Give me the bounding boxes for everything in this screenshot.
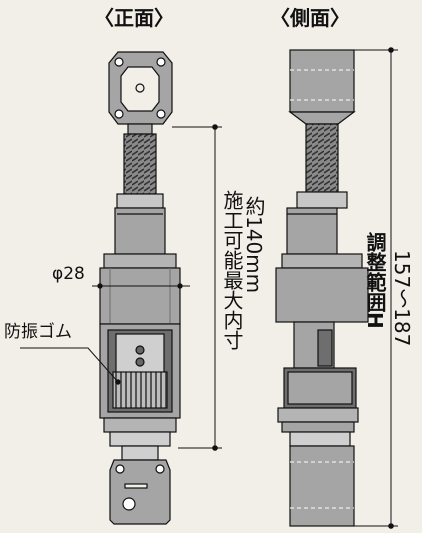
side-bottom-plate	[289, 445, 355, 527]
rubber-leader	[20, 347, 121, 385]
diameter-label: φ28	[52, 264, 85, 284]
side-thread	[305, 123, 339, 193]
side-nut	[286, 191, 348, 255]
diameter-leader	[92, 278, 190, 294]
side-dimension-line	[354, 47, 398, 529]
front-thread	[123, 133, 157, 195]
front-view-title: 〈正面〉	[94, 6, 174, 30]
side-top-plate	[288, 49, 356, 125]
side-view-drawing	[275, 49, 369, 527]
front-body	[99, 253, 181, 447]
side-view-title: 〈側面〉	[270, 6, 350, 30]
front-bottom-bracket	[109, 445, 171, 525]
max-inner-dimension-label: 施工可能最大内寸	[220, 190, 244, 350]
max-inner-dimension-value: 約140mm	[242, 196, 266, 294]
front-view-drawing	[99, 51, 181, 525]
rubber-label: 防振ゴム	[4, 322, 72, 342]
front-dimension-line	[172, 124, 222, 451]
side-body	[275, 253, 369, 447]
adjust-range-label: 調整範囲H	[363, 232, 387, 329]
adjust-range-value: 157〜187	[390, 250, 414, 347]
front-top-bracket	[108, 51, 173, 135]
front-nut	[114, 193, 166, 255]
